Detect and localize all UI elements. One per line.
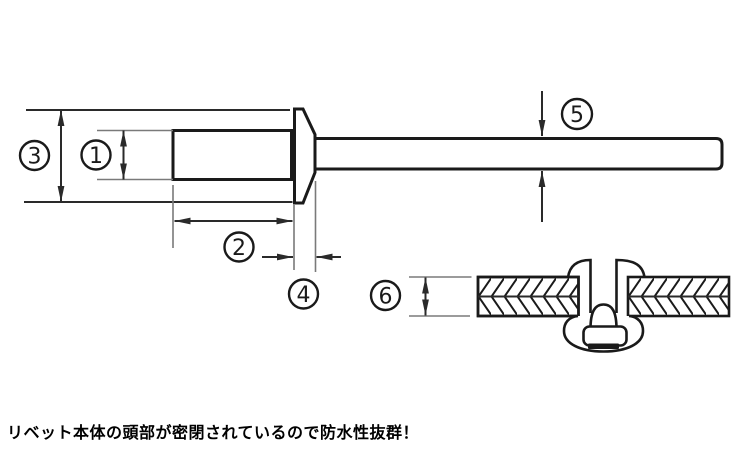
rivet-dome-left bbox=[566, 258, 592, 313]
rivet-side-view bbox=[171, 107, 724, 205]
plate-left bbox=[476, 275, 580, 318]
mandrel-broken-end bbox=[589, 303, 618, 330]
mandrel-head bbox=[582, 325, 628, 347]
callout-1: 1 bbox=[80, 139, 112, 171]
callout-5: 5 bbox=[560, 97, 594, 131]
rivet-mandrel bbox=[313, 137, 724, 171]
callout-3-label: 3 bbox=[28, 145, 42, 170]
waterproof-caption: リベット本体の頭部が密閉されているので防水性抜群！ bbox=[7, 423, 420, 442]
mandrel-head-band bbox=[588, 343, 619, 349]
callout-3: 3 bbox=[18, 139, 51, 172]
callouts: 1 2 3 4 5 6 bbox=[18, 97, 594, 312]
dimension-lines bbox=[24, 91, 546, 317]
plate-right bbox=[626, 275, 731, 318]
callout-1-label: 1 bbox=[89, 144, 103, 169]
callout-6: 6 bbox=[369, 279, 402, 312]
callout-5-label: 5 bbox=[570, 103, 584, 128]
installed-cross-section bbox=[476, 258, 731, 353]
callout-6-label: 6 bbox=[379, 285, 393, 310]
rivet-dome-right bbox=[615, 258, 646, 313]
rivet-body bbox=[171, 129, 293, 181]
callout-4-label: 4 bbox=[297, 283, 311, 308]
callout-2: 2 bbox=[223, 231, 255, 263]
rivet-flange bbox=[293, 107, 317, 205]
rivet-bulge-outline bbox=[562, 314, 645, 353]
callout-2-label: 2 bbox=[232, 236, 246, 261]
callout-4: 4 bbox=[287, 278, 320, 310]
